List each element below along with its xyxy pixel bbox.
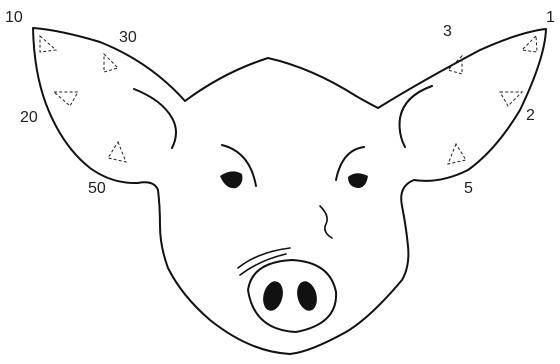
left-eye (220, 171, 242, 188)
left-tip-label: 10 (5, 9, 23, 26)
right-lower-inner-label: 5 (464, 180, 473, 197)
right-tip-label: 1 (546, 9, 555, 26)
right-outer-edge-label: 2 (526, 107, 535, 124)
left-upper-inner-label: 30 (119, 29, 137, 46)
left-ear-notch-upper-inner (104, 54, 118, 72)
left-ear-crease (134, 89, 176, 148)
right-ear-notch-outer-edge (500, 92, 522, 106)
right-ear-notch-upper-inner (448, 56, 462, 74)
left-ear-notch-outer-edge (54, 92, 78, 106)
left-outer-edge-label: 20 (20, 109, 38, 126)
right-eye (348, 173, 368, 188)
left-ear-notch-tip (40, 36, 56, 52)
snout (248, 260, 336, 332)
right-nostril (294, 279, 320, 313)
nose-bridge (320, 206, 332, 238)
left-nostril (260, 279, 286, 313)
snout-wrinkle-1 (238, 248, 290, 268)
right-ear-crease (400, 86, 432, 147)
right-upper-inner-label: 3 (443, 23, 452, 40)
right-ear-notch-lower-inner (448, 144, 466, 164)
left-ear-notch-lower-inner (108, 142, 126, 162)
left-lower-inner-label: 50 (88, 180, 106, 197)
right-ear-notch-tip (522, 36, 537, 52)
snout-wrinkle-2 (240, 254, 286, 275)
